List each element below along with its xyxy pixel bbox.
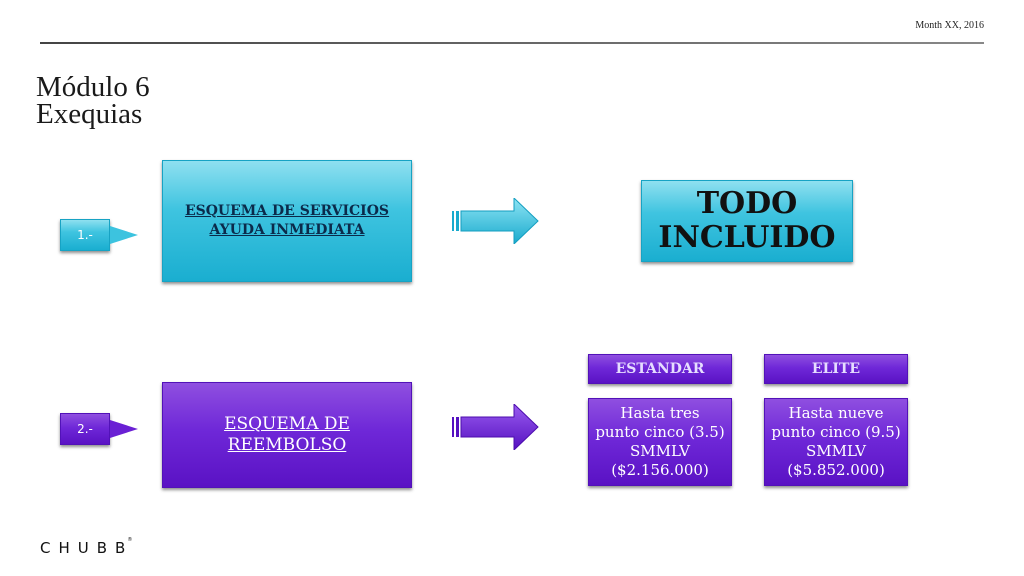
elite-value: Hasta nueve punto cinco (9.5) SMMLV ($5.…: [771, 404, 901, 479]
row-1-pointer-icon: [110, 226, 138, 244]
estandar-value: Hasta tres punto cinco (3.5) SMMLV ($2.1…: [595, 404, 725, 479]
todo-incluido-box: TODO INCLUIDO: [641, 180, 853, 262]
row-1-scheme-label: ESQUEMA DE SERVICIOS AYUDA INMEDIATA: [184, 203, 390, 238]
row-1-arrow-icon: [452, 198, 539, 244]
registered-mark: ®: [127, 537, 133, 543]
chubb-logo: CHUBB®: [40, 537, 138, 557]
row-1-number: 1.-: [60, 219, 110, 251]
elite-value-box: Hasta nueve punto cinco (9.5) SMMLV ($5.…: [764, 398, 908, 486]
row-2-scheme-label: ESQUEMA DE REEMBOLSO: [224, 414, 350, 455]
estandar-header: ESTANDAR: [588, 354, 732, 384]
todo-incluido-label: TODO INCLUIDO: [658, 186, 836, 255]
chubb-logo-text: CHUBB: [40, 539, 134, 557]
row-2-pointer-icon: [110, 420, 138, 438]
estandar-value-box: Hasta tres punto cinco (3.5) SMMLV ($2.1…: [588, 398, 732, 486]
header-date: Month XX, 2016: [915, 20, 984, 31]
elite-header: ELITE: [764, 354, 908, 384]
page-title-line1: Módulo 6: [36, 71, 150, 103]
page-title-line2: Exequias: [36, 98, 143, 130]
page-title: Módulo 6 Exequias: [36, 71, 150, 130]
row-2-scheme-box: ESQUEMA DE REEMBOLSO: [162, 382, 412, 488]
row-2-number: 2.-: [60, 413, 110, 445]
row-1-scheme-box: ESQUEMA DE SERVICIOS AYUDA INMEDIATA: [162, 160, 412, 282]
header-rule: [40, 42, 984, 44]
row-2-arrow-icon: [452, 404, 539, 450]
